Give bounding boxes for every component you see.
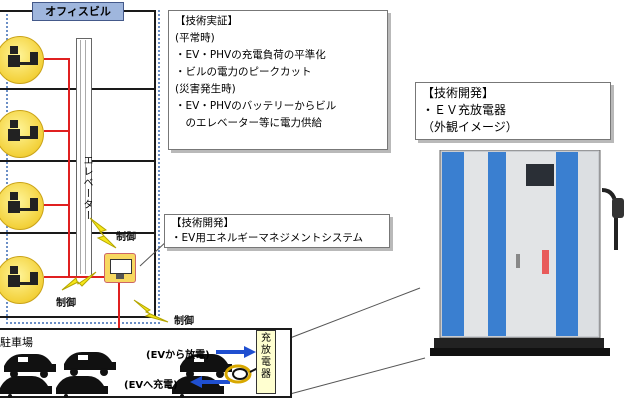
power-line	[44, 130, 70, 132]
tech-dev-line: （外観イメージ）	[422, 120, 518, 134]
tech-dev-heading: 【技術開発】	[422, 86, 495, 100]
lightning-bolt-icon	[89, 217, 117, 249]
energy-management-unit	[104, 253, 136, 283]
tech-demo-box: 【技術実証】 (平常時) ・EV・PHVの充電負荷の平準化 ・ビルの電力のピーク…	[168, 10, 388, 150]
power-line	[44, 204, 70, 206]
tech-dev-line: ・EV用エネルギーマネジメントシステム	[171, 232, 364, 244]
elevator-label: エレベーター	[81, 155, 92, 221]
control-label: 制御	[116, 232, 136, 243]
tech-demo-line: ・EV・PHVの充電負荷の平準化	[175, 49, 326, 61]
charging-cable-icon	[224, 364, 258, 384]
control-label: 制御	[56, 298, 76, 309]
tech-demo-line: (平常時)	[175, 32, 215, 44]
tech-demo-heading: 【技術実証】	[175, 15, 238, 27]
ev-charger-cabinet	[430, 150, 624, 356]
charge-arrow-icon	[190, 376, 230, 388]
tech-demo-line: ・ビルの電力のピークカット	[175, 66, 312, 78]
discharge-label: (EVから放電)	[146, 350, 210, 361]
tech-dev-line: ・ＥＶ充放電器	[422, 103, 507, 117]
parking-title: 駐車場	[0, 336, 33, 349]
charge-label: (EVへ充電)	[124, 380, 178, 391]
discharge-arrow-icon	[216, 346, 256, 358]
tech-demo-line: ・EV・PHVのバッテリーからビル	[175, 100, 337, 112]
power-line	[44, 58, 70, 60]
tech-demo-line: のエレベーター等に電力供給	[175, 117, 322, 129]
lightning-bolt-icon	[61, 271, 97, 291]
tech-dev-ems-box: 【技術開発】 ・EV用エネルギーマネジメントシステム	[164, 214, 390, 248]
tech-dev-charger-box: 【技術開発】 ・ＥＶ充放電器 （外観イメージ）	[415, 82, 611, 140]
lightning-bolt-icon	[133, 299, 169, 323]
power-line	[44, 276, 106, 278]
power-line	[118, 283, 120, 338]
elevator-rail	[80, 40, 86, 274]
desk-figures	[8, 46, 38, 287]
tech-demo-line: (災害発生時)	[175, 83, 236, 95]
charger-unit: 充放電器	[256, 330, 276, 394]
building-title: オフィスビル	[32, 2, 124, 21]
power-line	[68, 58, 70, 276]
tech-dev-heading: 【技術開発】	[171, 217, 234, 229]
control-label: 制御	[174, 316, 194, 327]
